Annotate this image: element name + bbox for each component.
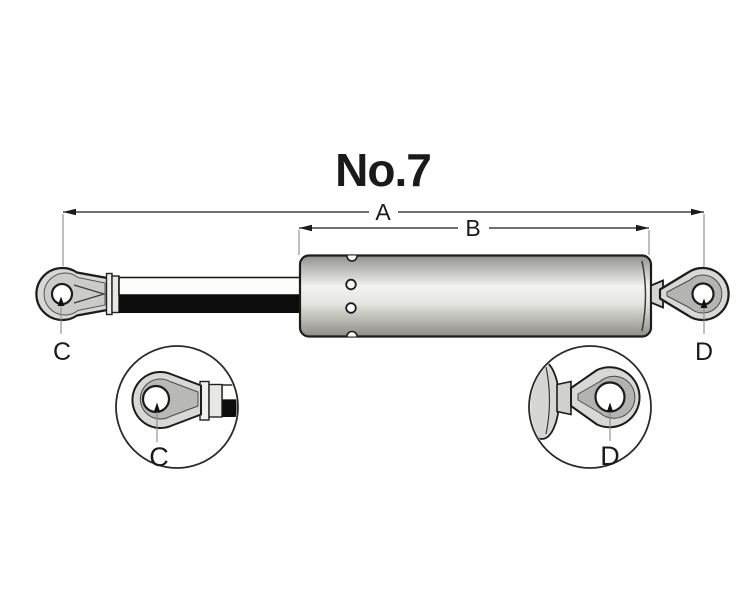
detail-right-stem xyxy=(556,380,572,416)
right-eyelet xyxy=(658,266,730,322)
dimension-b-label: B xyxy=(465,215,480,241)
dimension-a-arrow-left xyxy=(63,208,76,216)
detail-left-rod xyxy=(221,384,237,401)
dimension-a-arrow-right xyxy=(691,208,704,216)
label-d: D xyxy=(695,338,713,366)
detail-left-collar xyxy=(199,380,223,421)
right-eyelet-neck xyxy=(650,279,664,309)
dimension-b-arrow-right xyxy=(636,224,649,232)
detail-label-c: C xyxy=(149,442,169,472)
left-eyelet xyxy=(35,266,112,322)
rod-collar xyxy=(105,272,120,316)
dimension-b-arrow-left xyxy=(299,224,312,232)
detail-circle-right: D xyxy=(528,345,652,471)
cylinder-crimp-notches xyxy=(346,255,358,337)
detail-right-eyelet xyxy=(570,366,641,429)
detail-circle-left: C xyxy=(115,345,239,472)
page-title: No.7 xyxy=(335,144,431,196)
label-d-leader xyxy=(700,298,708,334)
cylinder-end-cap-line xyxy=(641,260,647,332)
detail-label-d: D xyxy=(600,441,620,471)
extension-lines xyxy=(62,214,705,268)
cylinder-body xyxy=(298,254,653,338)
label-c-leader xyxy=(57,296,65,334)
detail-left-eyelet xyxy=(131,371,202,429)
dimension-a-label: A xyxy=(375,199,391,225)
cylinder-vent-holes xyxy=(345,278,357,314)
piston-rod xyxy=(118,276,303,313)
label-c: C xyxy=(53,338,71,366)
